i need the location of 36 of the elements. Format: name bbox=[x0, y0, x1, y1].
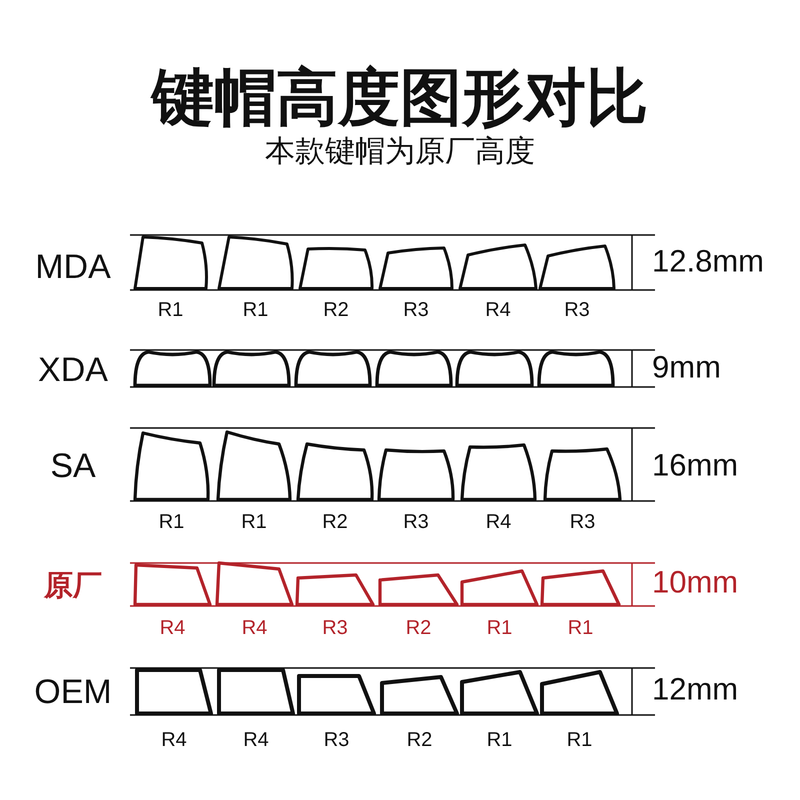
row-position-label: R1 bbox=[566, 728, 592, 752]
row-position-label: R4 bbox=[242, 616, 268, 640]
profile-name: MDA bbox=[35, 248, 111, 286]
profile-name: XDA bbox=[38, 350, 108, 390]
height-value: 10mm bbox=[652, 566, 738, 600]
row-position-label: R4 bbox=[243, 728, 269, 752]
row-position-label: R1 bbox=[242, 298, 268, 322]
row-position-label: R1 bbox=[568, 616, 594, 640]
row-position-label: R1 bbox=[158, 510, 184, 534]
profile-name: 原厂 bbox=[44, 568, 102, 602]
row-position-label: R1 bbox=[241, 510, 267, 534]
height-value: 12mm bbox=[652, 672, 738, 708]
profile-name: OEM bbox=[34, 672, 112, 712]
row-position-label: R1 bbox=[158, 298, 184, 322]
title: 键帽高度图形对比 bbox=[152, 62, 648, 132]
row-position-label: R3 bbox=[570, 510, 596, 534]
row-position-label: R4 bbox=[161, 728, 187, 752]
row-position-label: R3 bbox=[564, 298, 590, 322]
height-value: 12.8mm bbox=[652, 244, 764, 280]
row-position-label: R3 bbox=[324, 728, 350, 752]
row-position-label: R3 bbox=[403, 298, 429, 322]
row-position-label: R1 bbox=[486, 728, 512, 752]
subtitle: 本款键帽为原厂高度 bbox=[265, 135, 535, 169]
row-position-label: R3 bbox=[403, 510, 429, 534]
row-position-label: R2 bbox=[322, 510, 348, 534]
row-position-label: R2 bbox=[323, 298, 349, 322]
row-position-label: R4 bbox=[485, 298, 511, 322]
row-position-label: R2 bbox=[406, 616, 432, 640]
row-position-label: R3 bbox=[322, 616, 348, 640]
row-position-label: R1 bbox=[486, 616, 512, 640]
height-value: 16mm bbox=[652, 448, 738, 484]
profile-name: SA bbox=[50, 446, 96, 486]
row-position-label: R4 bbox=[486, 510, 512, 534]
row-position-label: R2 bbox=[406, 728, 432, 752]
height-value: 9mm bbox=[652, 350, 721, 386]
row-position-label: R4 bbox=[160, 616, 186, 640]
